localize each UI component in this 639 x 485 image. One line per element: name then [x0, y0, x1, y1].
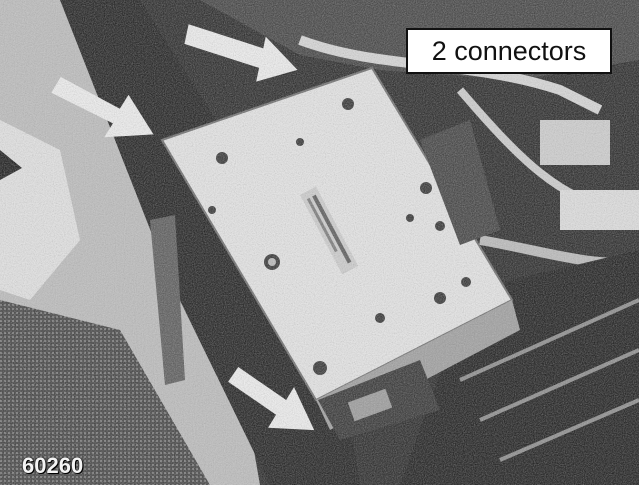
callout-label: 2 connectors: [406, 28, 612, 74]
image-code: 60260: [22, 453, 84, 478]
callout-text: 2 connectors: [431, 35, 587, 66]
